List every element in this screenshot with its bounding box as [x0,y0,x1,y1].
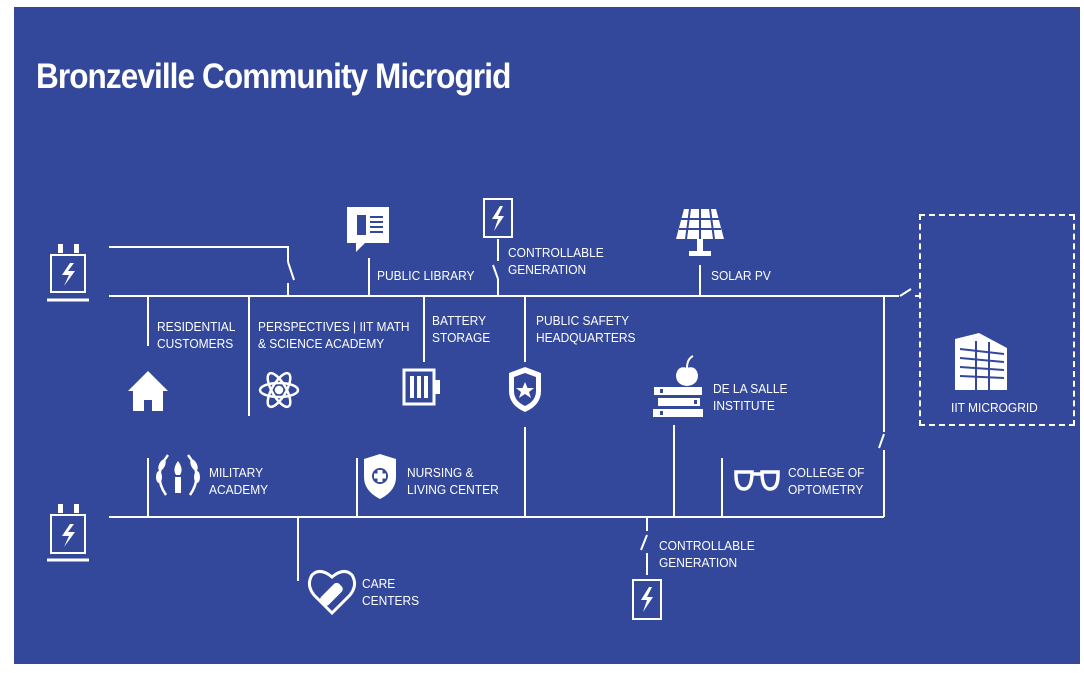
glasses-icon [734,470,780,491]
diagram-title: Bronzeville Community Microgrid [36,57,511,96]
solar-panel-icon [676,208,724,256]
battery-label: BATTERY STORAGE [432,313,491,345]
de-la-salle-label: DE LA SALLE INSTITUTE [713,381,788,413]
residential-label: RESIDENTIAL CUSTOMERS [157,319,236,351]
controllable-top-switch [492,264,499,280]
bypass-line [109,246,289,262]
military-label: MILITARY ACADEMY [209,465,269,497]
solar-label: SOLAR PV [711,268,771,283]
house-icon [128,371,168,411]
grid-lines [109,239,919,581]
controllable-top-generator-icon [483,198,513,238]
controllable-bottom-switch [640,534,648,551]
battery-icon [402,368,440,406]
atom-icon [258,371,300,409]
controllable-bottom-label: CONTROLLABLE GENERATION [659,538,755,570]
iit-microgrid-boundary [919,214,1075,426]
laurel-torch-icon [156,454,200,496]
controllable-bottom-generator-icon [632,579,662,620]
book-icon [347,207,389,252]
transformer-top-icon [47,244,89,302]
heart-bandage-icon [307,570,357,616]
top-bus-switch [899,288,912,297]
medical-shield-icon [364,454,396,499]
nursing-label: NURSING & LIVING CENTER [407,465,499,497]
iit-microgrid-label: IIT MICROGRID [951,400,1038,415]
transformer-bottom-icon [47,504,89,562]
care-label: CARE CENTERS [362,576,420,608]
police-badge-icon [509,367,541,412]
controllable-top-label: CONTROLLABLE GENERATION [508,245,604,277]
public-safety-label: PUBLIC SAFETY HEADQUARTERS [536,313,636,345]
building-icon [955,333,1007,390]
public-library-label: PUBLIC LIBRARY [377,268,475,283]
right-vertical-switch [878,433,885,449]
icon-layer [47,198,1007,620]
optometry-label: COLLEGE OF OPTOMETRY [788,465,865,497]
bypass-switch [287,261,295,281]
microgrid-diagram: Bronzeville Community Microgrid [14,7,1080,664]
perspectives-label: PERSPECTIVES | IIT MATH & SCIENCE ACADEM… [258,319,410,351]
books-apple-icon [653,355,703,417]
